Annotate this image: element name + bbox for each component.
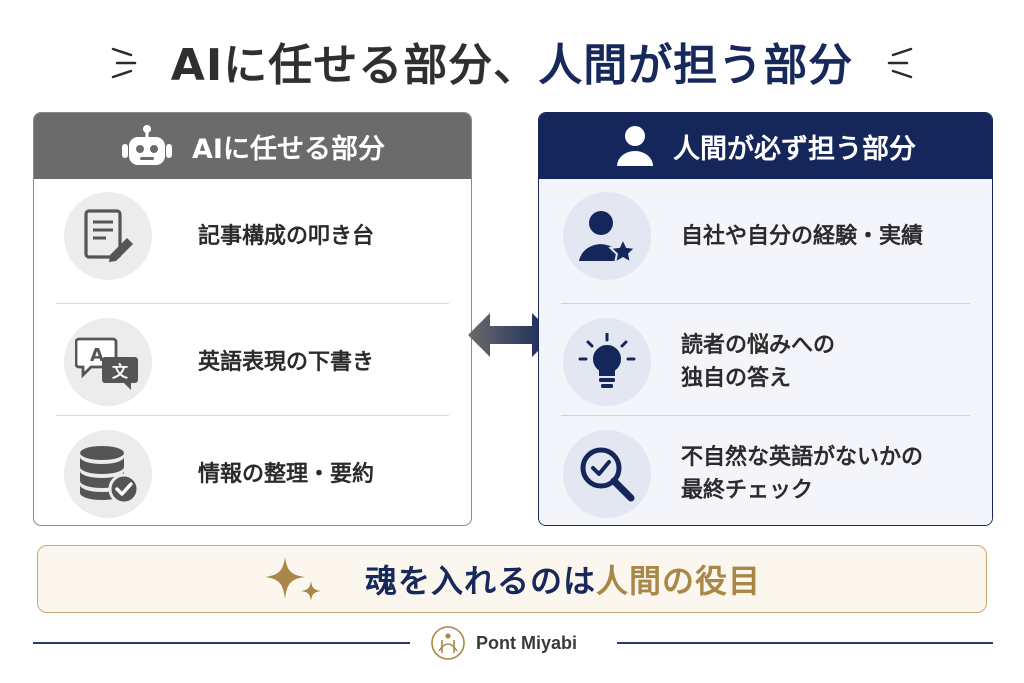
human-panel: 人間が必ず担う部分 自社や自分の経験・実績 (538, 112, 993, 526)
sparkle-lines-right-icon (887, 47, 913, 79)
title-part-human: 人間が担う部分 (538, 40, 854, 91)
person-icon (617, 126, 653, 166)
title-row: AIに任せる部分、人間が担う部分 (0, 26, 1024, 96)
item-label: 不自然な英語がないかの最終チェック (681, 441, 923, 507)
item-label: 自社や自分の経験・実績 (681, 220, 923, 253)
item-label-line: 最終チェック (681, 478, 814, 503)
lightbulb-icon (578, 333, 636, 388)
item-label: 読者の悩みへの独自の答え (681, 329, 835, 395)
brand-logo-icon (431, 626, 465, 660)
divider (56, 415, 449, 416)
item-icon-circle (64, 192, 152, 280)
banner-text-part2: 人間の役目 (596, 562, 762, 600)
item-label-line: 独自の答え (681, 366, 792, 391)
ai-panel: AIに任せる部分 記事構成の叩き台 A 文 (33, 112, 472, 526)
ai-panel-title: AIに任せる部分 (192, 133, 385, 165)
translate-glyph-a: A (90, 345, 104, 366)
message-banner: 魂を入れるのは人間の役目 (37, 545, 987, 613)
magnifier-check-icon (580, 447, 635, 502)
item-label: 記事構成の叩き台 (198, 223, 375, 249)
item-label-line: 不自然な英語がないかの (681, 445, 924, 470)
item-label-line: 自社や自分の経験・実績 (681, 223, 924, 249)
item-icon-circle (563, 318, 651, 406)
list-item: 読者の悩みへの独自の答え (539, 307, 992, 417)
banner-text: 魂を入れるのは人間の役目 (365, 556, 761, 602)
brand-footer: Pont Miyabi (430, 624, 577, 662)
title-part-ai: AIに任せる部分、 (170, 40, 539, 91)
divider (561, 415, 970, 416)
robot-icon (122, 125, 173, 165)
list-item: A 文 英語表現の下書き (34, 307, 471, 417)
database-check-icon (80, 446, 140, 505)
list-item: 不自然な英語がないかの最終チェック (539, 419, 992, 525)
page-title: AIに任せる部分、人間が担う部分 (171, 29, 853, 93)
sparkle-lines-left-icon (111, 47, 137, 79)
banner-text-part1: 魂を入れるのは (364, 562, 596, 600)
item-icon-circle (64, 430, 152, 518)
double-arrow-icon (468, 313, 554, 357)
item-icon-circle (563, 430, 651, 518)
ai-panel-header: AIに任せる部分 (34, 113, 471, 179)
ai-panel-body: 記事構成の叩き台 A 文 英語表現の下書き (34, 179, 471, 525)
item-label-line: 読者の悩みへの (681, 333, 836, 358)
human-panel-title: 人間が必ず担う部分 (673, 133, 916, 165)
user-star-icon (579, 211, 637, 265)
list-item: 自社や自分の経験・実績 (539, 181, 992, 291)
divider (56, 303, 449, 304)
translate-icon: A 文 (75, 337, 138, 390)
footer-rule-right (617, 642, 993, 644)
human-panel-header: 人間が必ず担う部分 (539, 113, 992, 179)
document-pen-icon (84, 209, 133, 262)
translate-glyph-b: 文 (112, 362, 129, 381)
brand-name: Pont Miyabi (476, 632, 578, 653)
divider (561, 303, 970, 304)
list-item: 記事構成の叩き台 (34, 181, 471, 291)
item-icon-circle: A 文 (64, 318, 152, 406)
human-panel-body: 自社や自分の経験・実績 読者の悩みへの独自の答え (539, 179, 992, 525)
item-icon-circle (563, 192, 651, 280)
item-label: 英語表現の下書き (198, 349, 375, 375)
sparkle-icon (264, 557, 321, 601)
item-label: 情報の整理・要約 (198, 461, 375, 487)
footer-rule-left (33, 642, 410, 644)
list-item: 情報の整理・要約 (34, 419, 471, 525)
